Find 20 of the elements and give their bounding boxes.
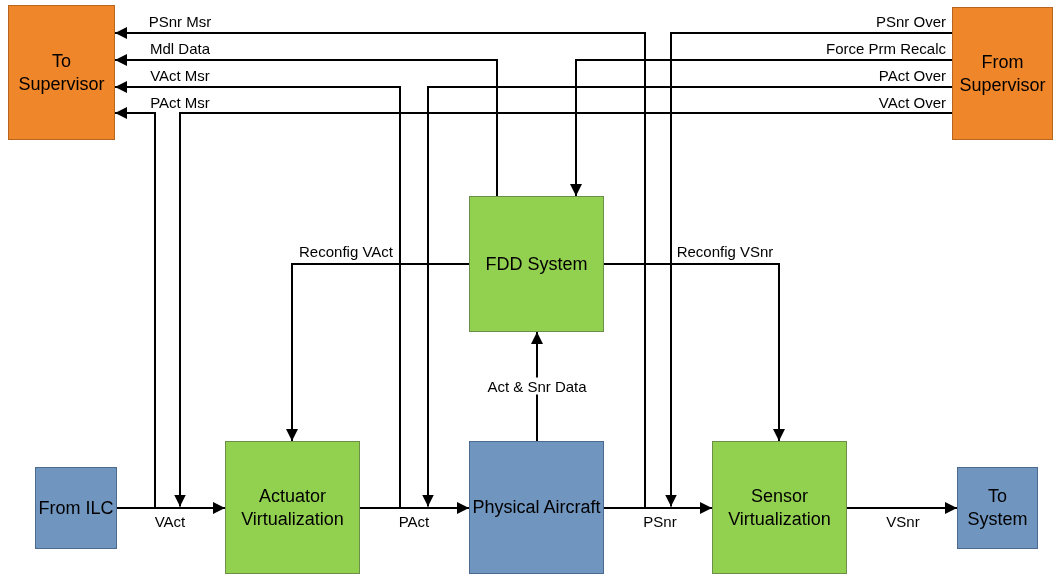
process-box: From ILC bbox=[35, 467, 117, 549]
arrow bbox=[846, 502, 958, 514]
edge-label: Act & Snr Data bbox=[486, 377, 588, 395]
process-box: FDD System bbox=[469, 196, 604, 332]
arrow bbox=[114, 54, 498, 197]
arrow bbox=[603, 263, 785, 442]
arrow bbox=[286, 263, 470, 442]
process-box: Physical Aircraft bbox=[469, 441, 604, 574]
process-box: To Supervisor bbox=[8, 5, 115, 140]
process-box: Actuator Virtualization bbox=[225, 441, 360, 574]
arrow bbox=[570, 59, 953, 197]
process-box: Sensor Virtualization bbox=[712, 441, 847, 574]
process-box: From Supervisor bbox=[952, 7, 1053, 140]
arrow bbox=[114, 81, 401, 509]
arrow bbox=[422, 86, 953, 508]
process-box: To System bbox=[957, 467, 1038, 549]
arrow bbox=[174, 112, 953, 508]
arrow bbox=[665, 32, 953, 508]
arrow bbox=[114, 27, 646, 509]
arrow bbox=[114, 107, 156, 509]
